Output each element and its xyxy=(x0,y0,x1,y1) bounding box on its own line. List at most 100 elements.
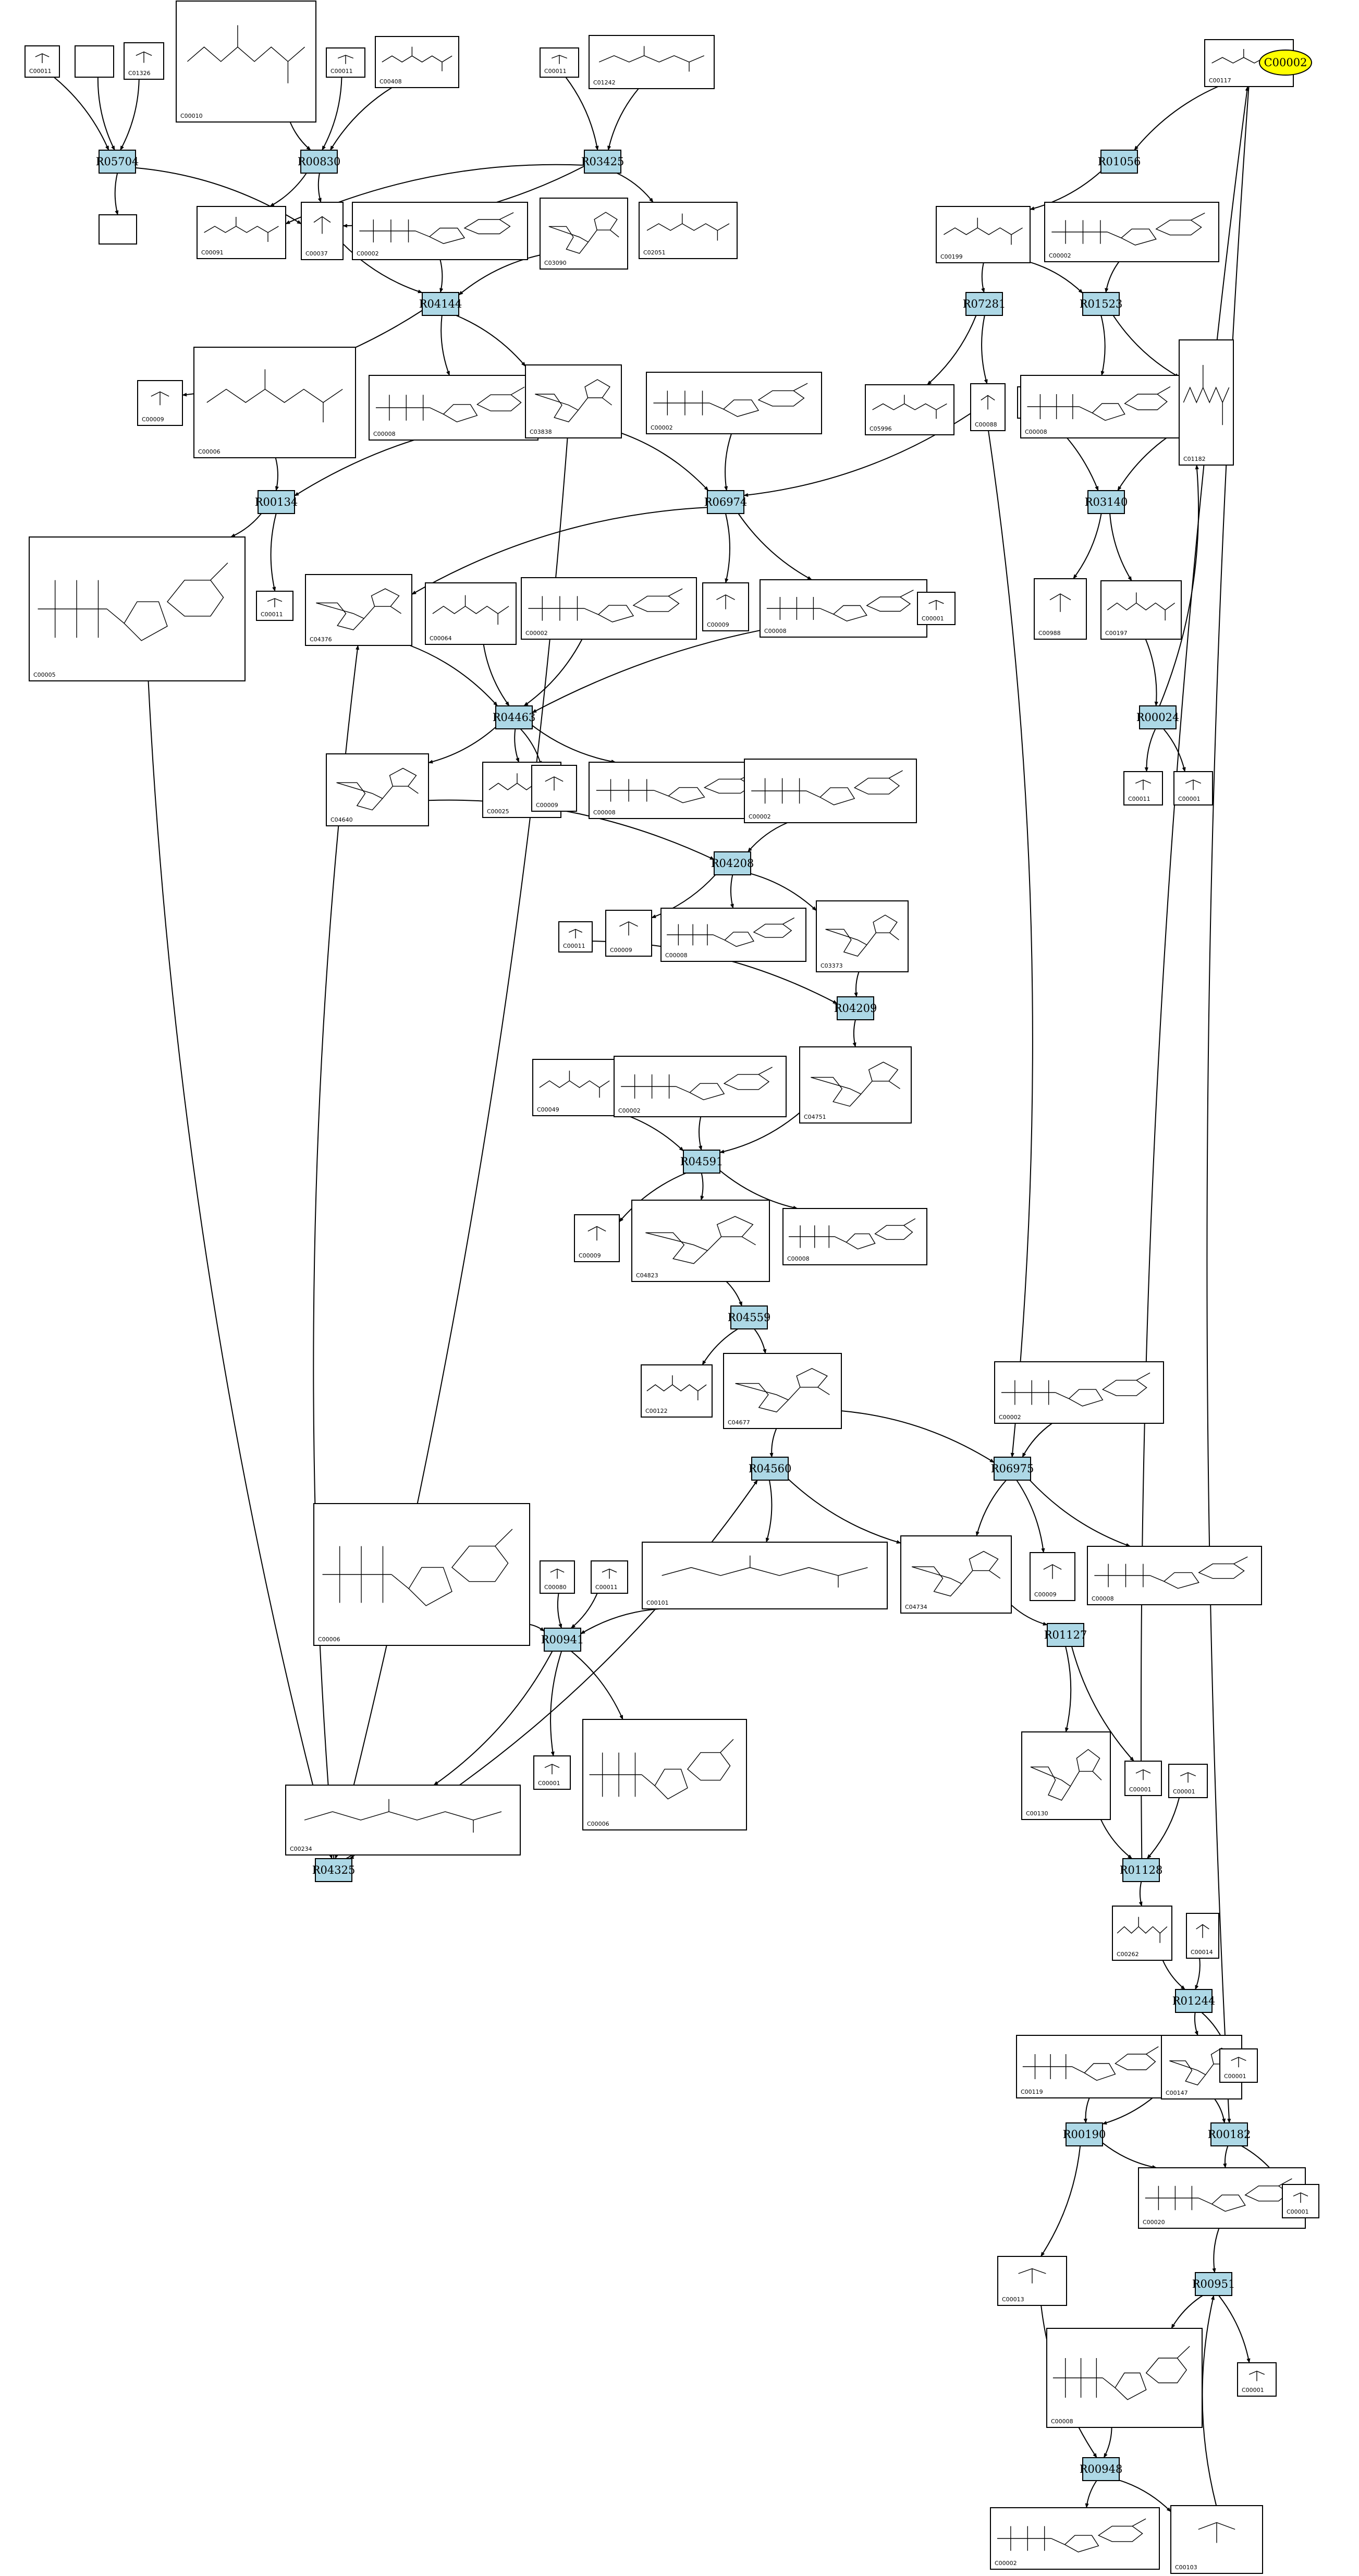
compound-node[interactable]: C00119 xyxy=(1016,2035,1171,2098)
compound-node[interactable]: C00009 xyxy=(702,582,749,631)
compound-node[interactable]: C00130 xyxy=(1021,1731,1111,1820)
reaction-node-r04325[interactable]: R04325 xyxy=(312,1858,356,1882)
compound-node[interactable]: C00006 xyxy=(313,1503,530,1646)
compound-node[interactable]: C00002 xyxy=(994,1361,1164,1424)
compound-node[interactable]: C00002 xyxy=(744,759,917,823)
compound-node[interactable]: C00008 xyxy=(782,1208,927,1265)
compound-node[interactable]: C04751 xyxy=(799,1046,912,1124)
compound-node[interactable]: C00011 xyxy=(540,47,579,78)
compound-node[interactable]: C00011 xyxy=(1123,771,1163,805)
compound-node[interactable]: C00010 xyxy=(176,1,316,123)
compound-node[interactable]: C00101 xyxy=(642,1542,888,1609)
reaction-node-r06975[interactable]: R06975 xyxy=(991,1457,1034,1481)
compound-node[interactable]: C00011 xyxy=(25,45,60,78)
reaction-node-r01056[interactable]: R01056 xyxy=(1098,150,1141,174)
compound-node[interactable]: C00262 xyxy=(1112,1906,1172,1961)
compound-node[interactable]: C00005 xyxy=(29,536,246,681)
compound-node[interactable]: C00234 xyxy=(285,1785,521,1855)
compound-node[interactable]: C04640 xyxy=(326,753,429,826)
compound-node[interactable]: C00006 xyxy=(193,347,356,458)
compound-node[interactable]: C00001 xyxy=(1282,2184,1319,2218)
reaction-node-r00951[interactable]: R00951 xyxy=(1192,2272,1235,2296)
compound-node[interactable]: C02051 xyxy=(639,202,738,259)
compound-node[interactable]: C00001 xyxy=(1168,1764,1208,1798)
compound-node[interactable]: C05996 xyxy=(865,384,954,435)
compound-node[interactable]: C00009 xyxy=(137,380,183,426)
reaction-node-r01128[interactable]: R01128 xyxy=(1120,1858,1163,1882)
reaction-node-r04463[interactable]: R04463 xyxy=(493,705,536,729)
compound-node[interactable]: C00013 xyxy=(997,2256,1067,2306)
reaction-node-r04559[interactable]: R04559 xyxy=(728,1305,771,1329)
compound-node[interactable]: C00002 xyxy=(521,577,697,640)
reaction-node-r04560[interactable]: R04560 xyxy=(749,1457,792,1481)
compound-node[interactable]: C00011 xyxy=(256,591,293,621)
reaction-node-r04208[interactable]: R04208 xyxy=(711,851,754,875)
compound-node[interactable]: C00002 xyxy=(990,2507,1160,2570)
highlighted-compound-c00002[interactable]: C00002 xyxy=(1259,50,1312,76)
reaction-node-r04591[interactable]: R04591 xyxy=(680,1150,724,1174)
reaction-node-r04144[interactable]: R04144 xyxy=(419,292,462,316)
compound-node[interactable]: C01326 xyxy=(124,42,164,80)
compound-node[interactable]: C00011 xyxy=(326,47,365,78)
reaction-node-r00830[interactable]: R00830 xyxy=(298,150,341,174)
compound-node[interactable]: C00001 xyxy=(1124,1761,1162,1796)
reaction-node-r00182[interactable]: R00182 xyxy=(1208,2122,1251,2146)
compound-node[interactable] xyxy=(75,45,114,78)
compound-node[interactable]: C00006 xyxy=(582,1719,747,1830)
compound-node[interactable]: C00122 xyxy=(641,1364,713,1418)
compound-node[interactable]: C00408 xyxy=(375,36,459,88)
compound-node[interactable]: C00009 xyxy=(531,765,577,812)
compound-node[interactable]: C00002 xyxy=(1044,202,1219,262)
compound-node[interactable]: C04376 xyxy=(305,574,412,646)
compound-node[interactable]: C04677 xyxy=(723,1353,842,1429)
compound-node[interactable]: C00001 xyxy=(1173,771,1213,805)
compound-node[interactable]: C00001 xyxy=(1219,2048,1258,2083)
compound-node[interactable]: C00049 xyxy=(532,1059,617,1116)
compound-node[interactable]: C00199 xyxy=(936,206,1031,263)
compound-node[interactable]: C00002 xyxy=(352,202,528,260)
compound-node[interactable]: C04823 xyxy=(631,1200,770,1282)
compound-node[interactable]: C00064 xyxy=(425,582,517,645)
compound-node[interactable]: C03838 xyxy=(525,364,622,438)
reaction-node-r01127[interactable]: R01127 xyxy=(1044,1623,1087,1647)
compound-node[interactable]: C00001 xyxy=(533,1755,571,1790)
compound-node[interactable]: C00002 xyxy=(614,1056,787,1117)
compound-node[interactable]: C04734 xyxy=(900,1535,1012,1614)
reaction-node-r01244[interactable]: R01244 xyxy=(1172,1989,1216,2013)
compound-node[interactable]: C00088 xyxy=(970,383,1006,431)
reaction-node-r06974[interactable]: R06974 xyxy=(704,490,748,514)
compound-node[interactable]: C00014 xyxy=(1186,1913,1219,1959)
compound-node[interactable]: C03373 xyxy=(816,900,909,972)
compound-node[interactable]: C00008 xyxy=(660,908,806,962)
reaction-node-r00190[interactable]: R00190 xyxy=(1063,2122,1106,2146)
reaction-node-r00941[interactable]: R00941 xyxy=(541,1628,584,1652)
compound-node[interactable]: C00009 xyxy=(574,1214,620,1262)
reaction-node-r03140[interactable]: R03140 xyxy=(1085,490,1128,514)
compound-node[interactable]: C00080 xyxy=(540,1560,575,1594)
compound-node[interactable]: C03090 xyxy=(540,198,628,270)
reaction-node-r00948[interactable]: R00948 xyxy=(1080,2457,1123,2481)
reaction-node-r07281[interactable]: R07281 xyxy=(963,292,1006,316)
compound-node[interactable]: C00001 xyxy=(1237,2362,1277,2397)
reaction-node-r00134[interactable]: R00134 xyxy=(255,490,298,514)
compound-node[interactable]: C00009 xyxy=(605,910,652,957)
reaction-node-r04209[interactable]: R04209 xyxy=(834,996,877,1020)
reaction-node-r00024[interactable]: R00024 xyxy=(1136,705,1180,729)
reaction-node-r05704[interactable]: R05704 xyxy=(96,150,139,174)
compound-node[interactable]: C00037 xyxy=(301,202,344,260)
reaction-node-r01523[interactable]: R01523 xyxy=(1080,292,1123,316)
reaction-node-r03425[interactable]: R03425 xyxy=(581,150,625,174)
compound-node[interactable]: C00008 xyxy=(1087,1546,1262,1605)
compound-node[interactable]: C00008 xyxy=(589,762,770,819)
compound-node[interactable]: C00091 xyxy=(197,206,286,259)
compound-node[interactable]: C00988 xyxy=(1034,578,1087,640)
compound-node[interactable]: C00020 xyxy=(1138,2167,1306,2229)
compound-node[interactable]: C00008 xyxy=(760,579,927,638)
compound-node[interactable]: C00001 xyxy=(917,592,956,625)
compound-node[interactable]: C01242 xyxy=(589,35,715,89)
compound-node[interactable]: C00009 xyxy=(1030,1552,1075,1601)
compound-node[interactable]: C01182 xyxy=(1179,339,1234,466)
compound-node[interactable]: C00011 xyxy=(558,921,593,953)
compound-node[interactable]: C00103 xyxy=(1170,2505,1263,2574)
compound-node[interactable] xyxy=(99,214,137,245)
